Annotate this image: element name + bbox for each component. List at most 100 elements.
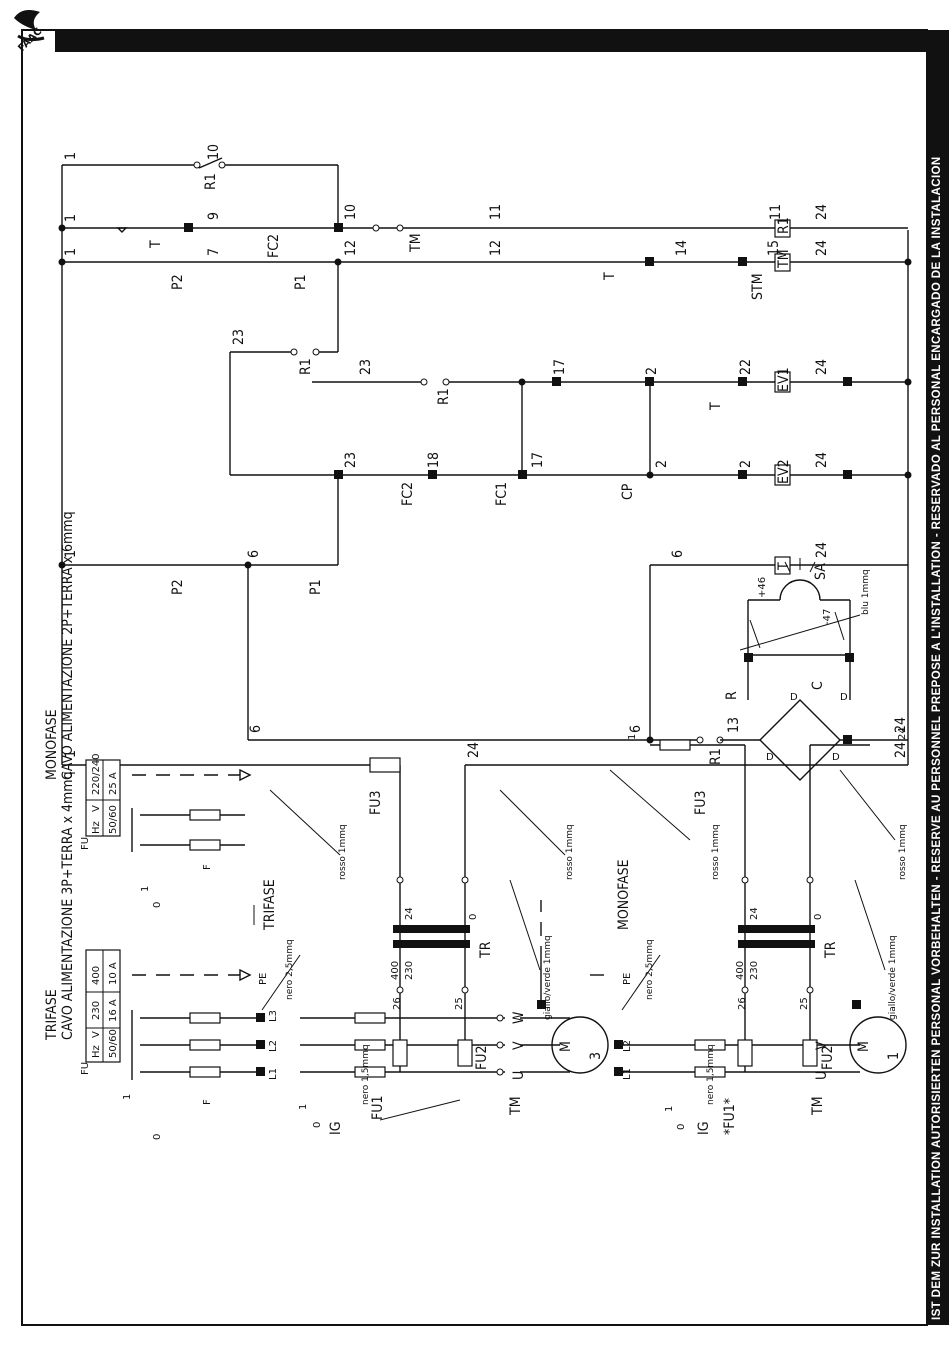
- label-T-row5: T: [708, 402, 724, 411]
- label-w24-row2: 24: [814, 204, 830, 220]
- control-circuit: 1 10 R1 1 9 10 11 11 24 T FC2 TM R1 1 7 …: [58, 144, 912, 880]
- label-T-row3: T: [602, 272, 618, 281]
- label-w2-b: 2: [654, 460, 670, 468]
- monofase-giallo: giallo/verde 1mmq: [888, 935, 898, 1020]
- trifase-pe: PE: [258, 973, 269, 985]
- label-D3: D: [766, 752, 774, 763]
- label-FC1: FC1: [494, 482, 510, 506]
- label-R1-row1: R1: [203, 173, 219, 190]
- trifase-FU1: FU1: [370, 1096, 386, 1120]
- label-w22: 22: [738, 359, 754, 375]
- label-D1: D: [790, 692, 798, 703]
- label-w11-b: 11: [768, 204, 784, 220]
- label-w1-row1: 1: [63, 152, 79, 160]
- trifase-tr-25: 25: [454, 997, 465, 1010]
- monofase-tr-230: 230: [749, 961, 760, 980]
- label-w6-a: 6: [246, 550, 262, 558]
- label-w1-row7: 1: [63, 550, 79, 558]
- monofase-TM: TM: [810, 1096, 826, 1116]
- monofase-table-v: V: [91, 805, 102, 812]
- label-FC2-row2: FC2: [266, 234, 282, 258]
- trifase-L3: L3: [268, 1010, 279, 1022]
- monofase-rosso-1: rosso 1mmq: [711, 824, 721, 880]
- trifase-table-fu: FU: [80, 1062, 91, 1075]
- label-w1-row3: 1: [63, 248, 79, 256]
- monofase-tr-26: 26: [737, 997, 748, 1010]
- label-w46: +46: [757, 577, 768, 598]
- trifase-section: TRIFASE CAVO ALIMENTAZIONE 3P+TERRA x 4m…: [44, 771, 609, 1140]
- trifase-table-v: V: [91, 1031, 102, 1038]
- monofase-L2: L2: [622, 1040, 633, 1052]
- label-w13: 13: [726, 717, 742, 733]
- trifase-L2: L2: [268, 1040, 279, 1052]
- trifase-table-400: 400: [91, 966, 102, 985]
- trifase-table-10a: 10 A: [108, 962, 119, 985]
- monofase-U: U: [814, 1071, 830, 1080]
- label-w24-row9a: 24: [466, 742, 482, 758]
- label-w24-row5: 24: [814, 359, 830, 375]
- monofase-FU2: FU2: [820, 1046, 836, 1070]
- monofase-V: V: [814, 1041, 830, 1050]
- label-P1-row3: P1: [293, 274, 309, 290]
- trifase-motor-type: 3: [588, 1052, 604, 1060]
- label-T-timer: T: [776, 562, 792, 571]
- label-R1-row4: R1: [298, 358, 314, 375]
- trifase-nero25: nero 2,5mmq: [285, 939, 295, 1000]
- label-R1-row8: R1: [708, 748, 724, 765]
- label-CP: CP: [620, 483, 636, 500]
- monofase-FU1: *FU1*: [722, 1098, 738, 1135]
- label-P2-row3: P2: [170, 274, 186, 290]
- trifase-table-freq: 50/60: [108, 1029, 119, 1058]
- trifase-table-230: 230: [91, 1001, 102, 1020]
- trifase-giallo: giallo/verde 1mmq: [543, 935, 553, 1020]
- monofase-tr-400: 400: [735, 961, 746, 980]
- label-w24-row3: 24: [814, 240, 830, 256]
- label-w24-row6: 24: [814, 452, 830, 468]
- monofase-ig-0: 0: [676, 1124, 687, 1130]
- label-w15: 15: [766, 240, 782, 256]
- monofase-sw-1: 1: [140, 886, 151, 892]
- label-w6-b: 6: [670, 550, 686, 558]
- trifase-ig-0: 0: [312, 1122, 323, 1128]
- side-banner-text: IST DEM ZUR INSTALLATION AUTORISIERTEN P…: [931, 156, 943, 1320]
- label-T-row2: T: [148, 240, 164, 249]
- monofase-table-fu: FU: [80, 837, 91, 850]
- label-w24-row9b: 24: [893, 742, 909, 758]
- label-STM: STM: [750, 273, 766, 300]
- trifase-U: U: [511, 1071, 527, 1080]
- monofase-section: MONOFASE CAVO ALIMENTAZIONE 2P+TERRA x 6…: [44, 511, 908, 1135]
- monofase-pe: PE: [622, 973, 633, 985]
- label-w24-row7: 24: [814, 542, 830, 558]
- label-D4: D: [832, 752, 840, 763]
- trifase-cable-title-2: CAVO ALIMENTAZIONE 3P+TERRA x 4mmq: [60, 771, 76, 1040]
- label-rosso-1: rosso 1mmq: [338, 824, 348, 880]
- label-w2-a: 2: [644, 367, 660, 375]
- trifase-table-16a: 16 A: [108, 999, 119, 1022]
- label-FU3-top: FU3: [368, 791, 384, 815]
- trifase-tr-24: 24: [404, 907, 415, 920]
- trifase-motor-M: M: [558, 1041, 574, 1052]
- monofase-tr-24: 24: [749, 907, 760, 920]
- faac-logo: FAAC: [14, 10, 45, 54]
- trifase-TR: TR: [478, 941, 494, 959]
- monofase-L1: L1: [622, 1068, 633, 1080]
- trifase-sw-0: 0: [152, 1134, 163, 1140]
- trifase-V: V: [511, 1041, 527, 1050]
- label-w7: 7: [206, 248, 222, 256]
- label-R: R: [724, 691, 740, 700]
- label-w24-row8: 24: [893, 717, 909, 733]
- monofase-tr-0: 0: [813, 914, 824, 920]
- label-w1-row9: 1: [63, 750, 79, 758]
- monofase-w1: 1: [627, 734, 638, 740]
- trifase-W: W: [511, 1011, 527, 1024]
- top-black-bar: [55, 30, 927, 52]
- trifase-tr-26: 26: [392, 997, 403, 1010]
- monofase-TR: TR: [823, 941, 839, 959]
- trifase-TM: TM: [508, 1096, 524, 1116]
- diode-bridge: D D D D: [759, 692, 908, 781]
- monofase-cable-title-1: MONOFASE: [44, 709, 60, 780]
- label-D2: D: [840, 692, 848, 703]
- label-w17-a: 17: [552, 359, 568, 375]
- label-R1-coil: R1: [776, 217, 792, 234]
- trifase-F: F: [202, 1099, 213, 1105]
